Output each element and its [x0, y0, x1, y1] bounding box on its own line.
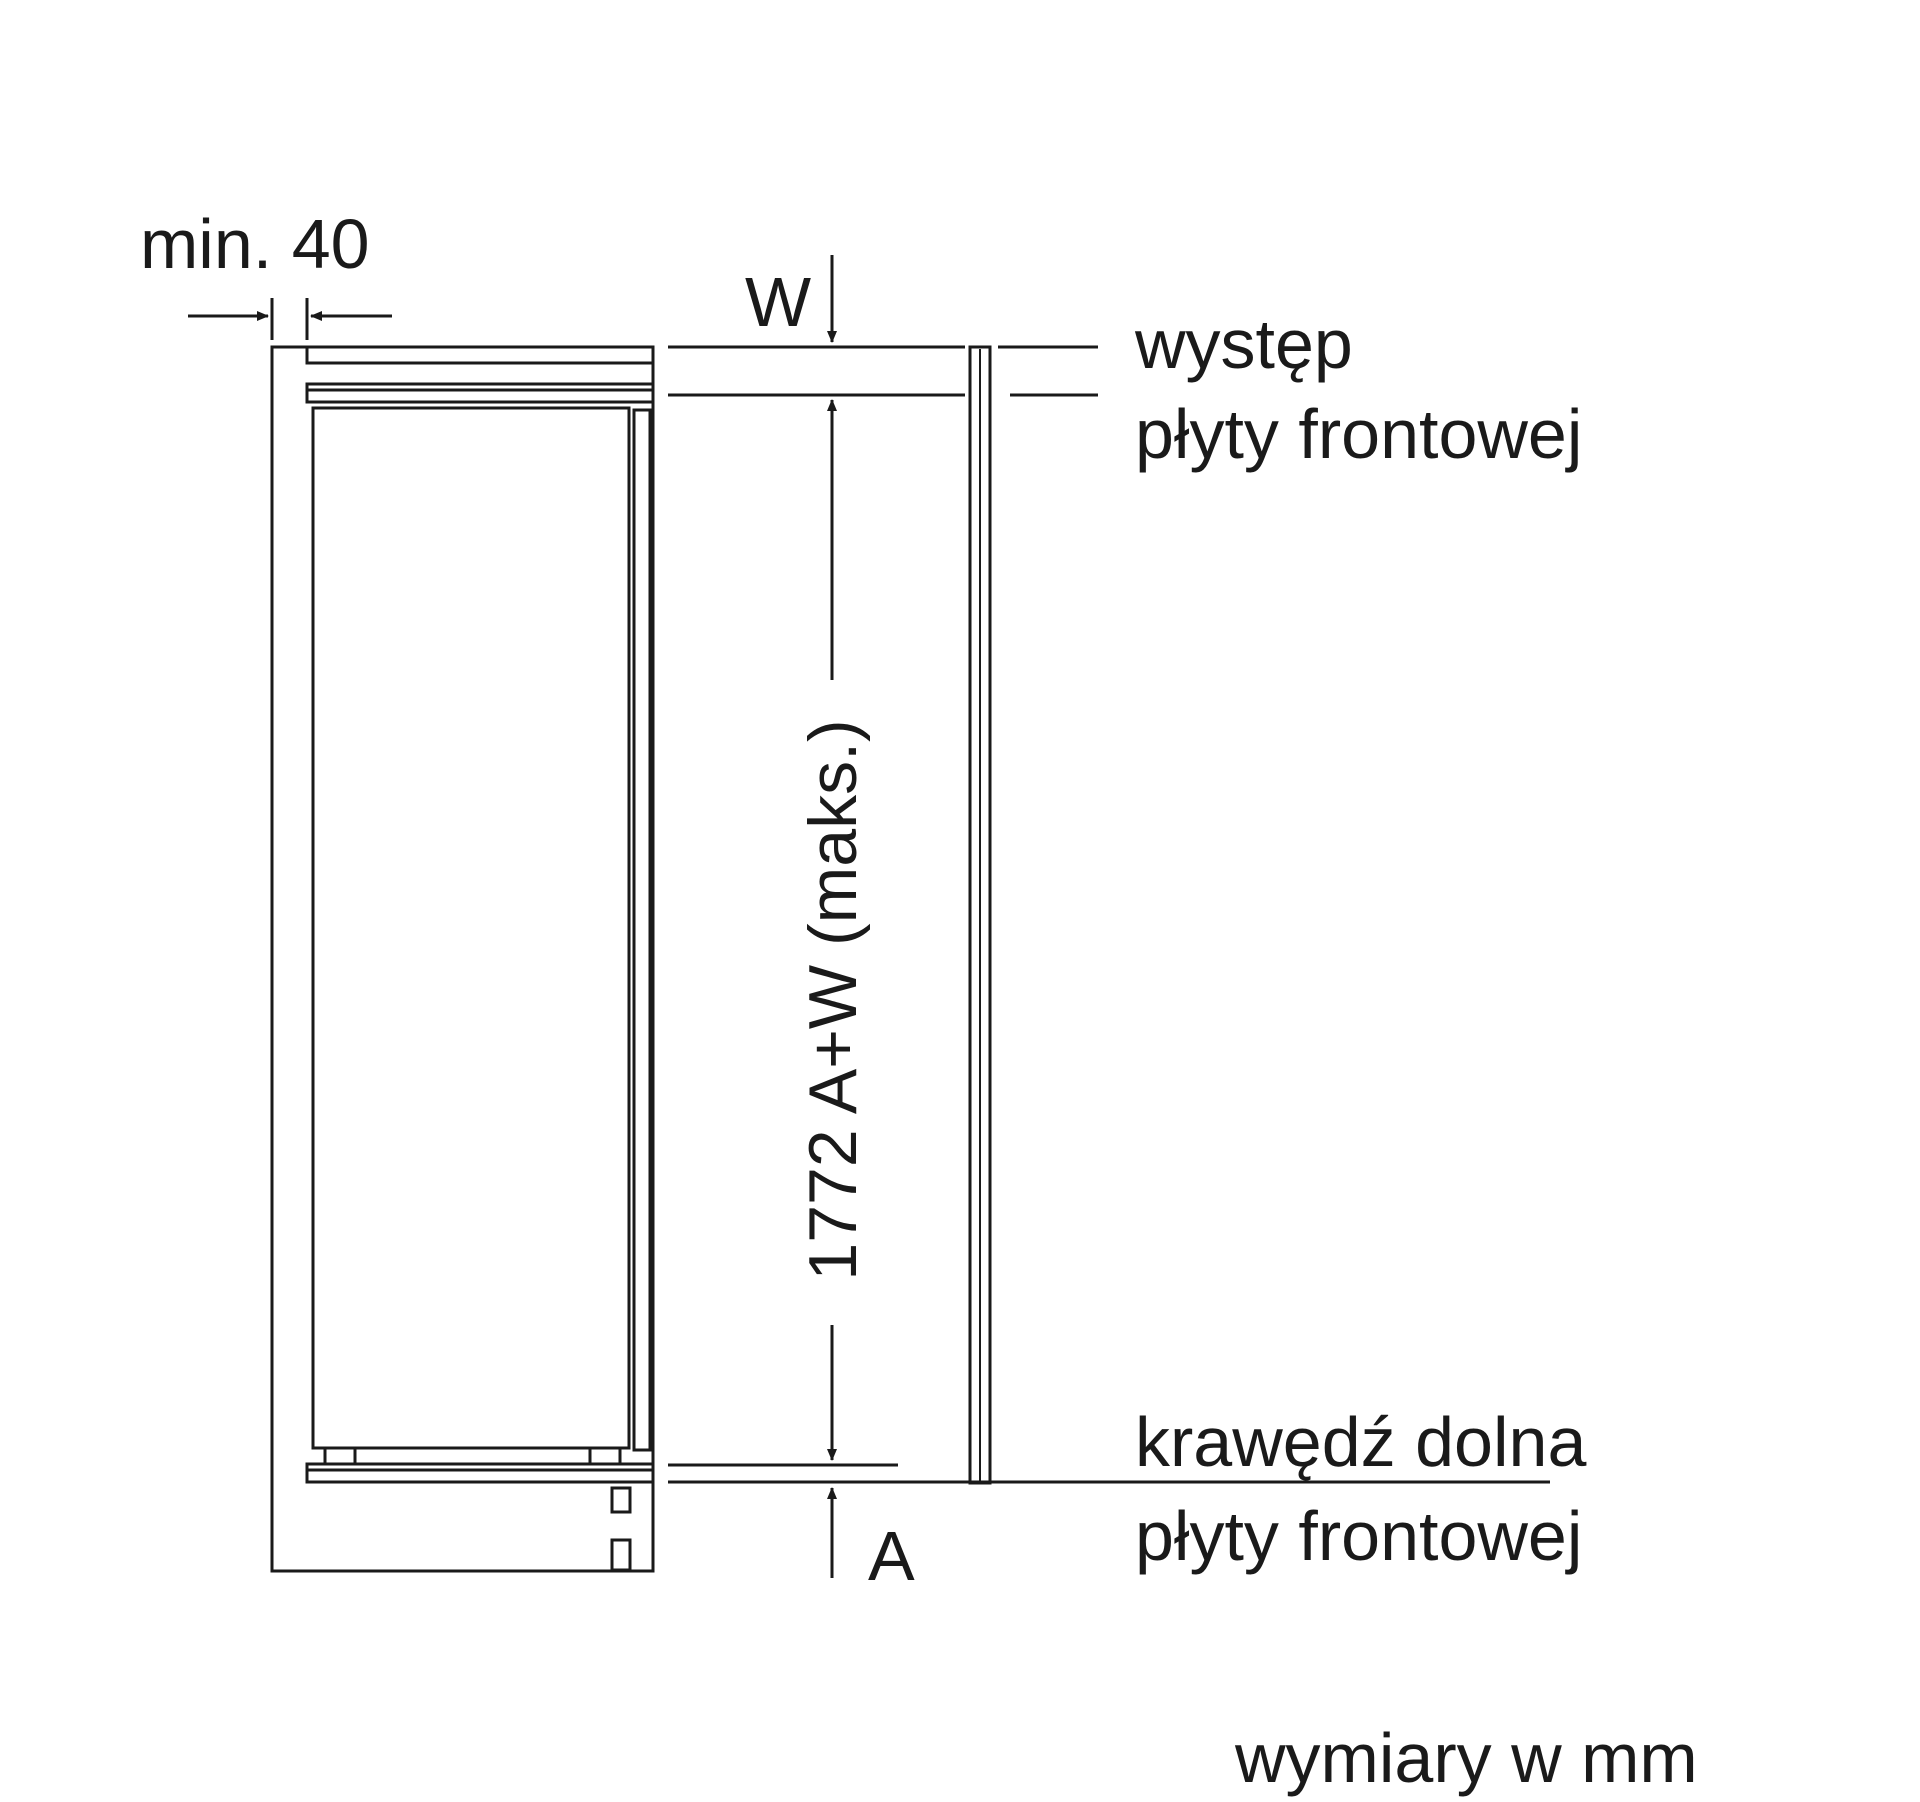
front-overhang-label-line1: występ — [1134, 305, 1353, 383]
appliance-body — [311, 406, 631, 1450]
a-label: A — [868, 1517, 915, 1595]
appliance-foot-left — [323, 1446, 357, 1466]
lower-bracket-1 — [610, 1486, 632, 1514]
min-gap-label: min. 40 — [140, 205, 370, 283]
w-label: W — [745, 263, 811, 341]
top-panel — [305, 345, 655, 365]
extension-lines — [668, 345, 1550, 1484]
cabinet-drawing — [270, 345, 655, 1573]
bottom-base-plate — [305, 1462, 655, 1484]
appliance-foot-right — [588, 1446, 622, 1466]
upper-rail — [305, 382, 655, 404]
units-note: wymiary w mm — [1234, 1719, 1698, 1797]
front-overhang-label-line2: płyty frontowej — [1135, 395, 1582, 473]
bottom-edge-label-line1: krawędź dolna — [1135, 1403, 1586, 1481]
appliance-side-rail — [632, 408, 652, 1452]
cabinet-niche-outline — [270, 345, 655, 1573]
bottom-edge-label-line2: płyty frontowej — [1135, 1497, 1582, 1575]
lower-bracket-2 — [610, 1538, 632, 1572]
min-gap-dimension — [188, 298, 392, 340]
height-dimension-label: 1772 A+W (maks.) — [795, 719, 871, 1280]
